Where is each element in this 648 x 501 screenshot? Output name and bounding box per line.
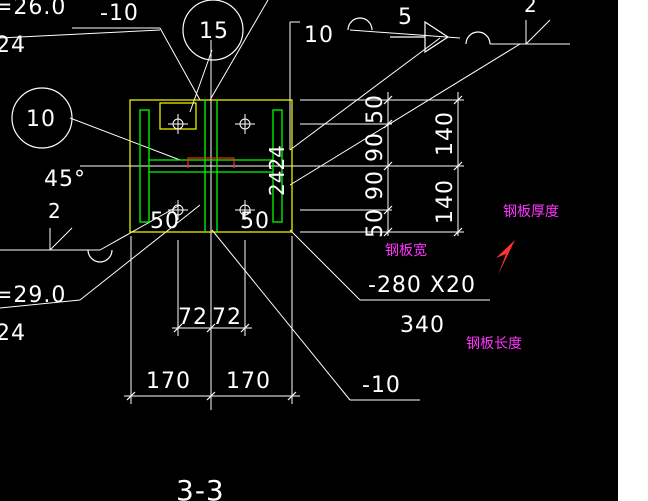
box-10-text: 10 [304,23,334,48]
dim-50-right-text: 50 [240,209,270,234]
dash10-bottom-text: -10 [362,373,401,398]
angle-45-text: 45° [44,167,86,192]
detail-circle-10 [11,87,73,149]
section-label: 3-3 [176,474,225,501]
column-section [139,100,283,232]
base-plate [129,99,293,233]
cad-drawing-canvas: =26.0 24 -10 15 10 5 2 10 45° 2 =29.0 24… [0,0,618,501]
detail-circle-15 [182,0,244,61]
plate-width-note: 钢板宽 [385,242,427,259]
dim-140-top-text: 140 [433,111,458,156]
dim-50-left-text: 50 [150,209,180,234]
weld-2-left-text: 2 [48,199,61,223]
dim-140-bottom-text: 140 [433,179,458,224]
bottom-left-sub-text: 24 [0,321,26,346]
leader-lines [0,0,570,401]
anchor-bolts [168,114,255,220]
circle-15-text: 15 [199,19,229,44]
center-lines [80,40,310,410]
canvas-background [0,0,618,501]
notch-outline [187,157,235,168]
top-left-eq-text: =26.0 [0,0,66,20]
dimension-lines [124,92,464,404]
thickness-arrow [496,240,515,275]
weld-symbols [11,0,491,263]
dimension-ticks [126,95,463,401]
dim-170-right-text: 170 [226,369,271,394]
top-dash10-text: -10 [100,1,139,26]
dim-72-left-text: 72 [178,305,208,330]
dim-170-left-text: 170 [146,369,191,394]
dim-340-text: 340 [400,313,445,338]
stiffener-2424-text: 2424 [265,145,289,196]
bottom-left-eq-text: =29.0 [0,283,66,308]
weld-5-text: 5 [398,5,413,30]
top-left-sub-text: 24 [0,33,26,58]
dim-72-right-text: 72 [212,305,242,330]
plate-length-note: 钢板长度 [466,336,522,352]
vertical-dims-text: 50 90 90 50 [363,94,388,238]
weld-2-top-text: 2 [524,0,537,17]
plate-spec-text: -280 X20 [368,273,476,298]
plate-thickness-note: 钢板厚度 [503,204,559,220]
circle-10-text: 10 [26,107,56,132]
